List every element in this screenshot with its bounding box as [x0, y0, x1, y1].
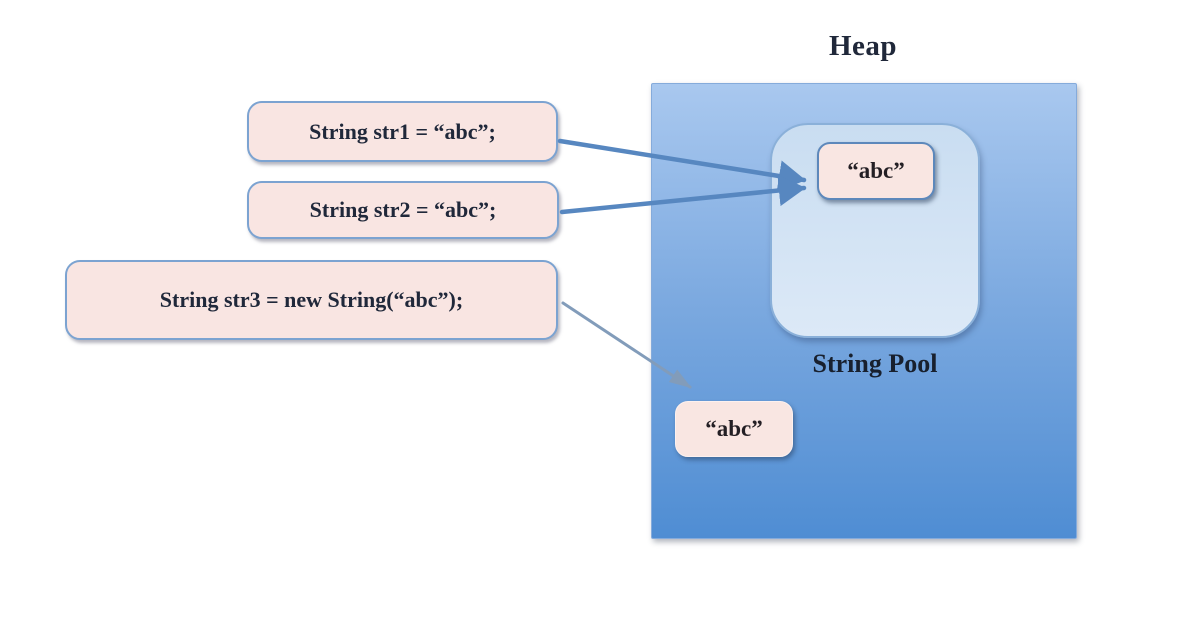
pool-string-literal: “abc” — [817, 142, 935, 200]
heap-string-literal: “abc” — [675, 401, 793, 457]
heap-label: Heap — [828, 30, 898, 62]
statement-box-str3: String str3 = new String(“abc”); — [65, 260, 558, 340]
statement-box-str1: String str1 = “abc”; — [247, 101, 558, 162]
string-pool-label: String Pool — [812, 349, 938, 378]
statement-box-str2: String str2 = “abc”; — [247, 181, 559, 239]
